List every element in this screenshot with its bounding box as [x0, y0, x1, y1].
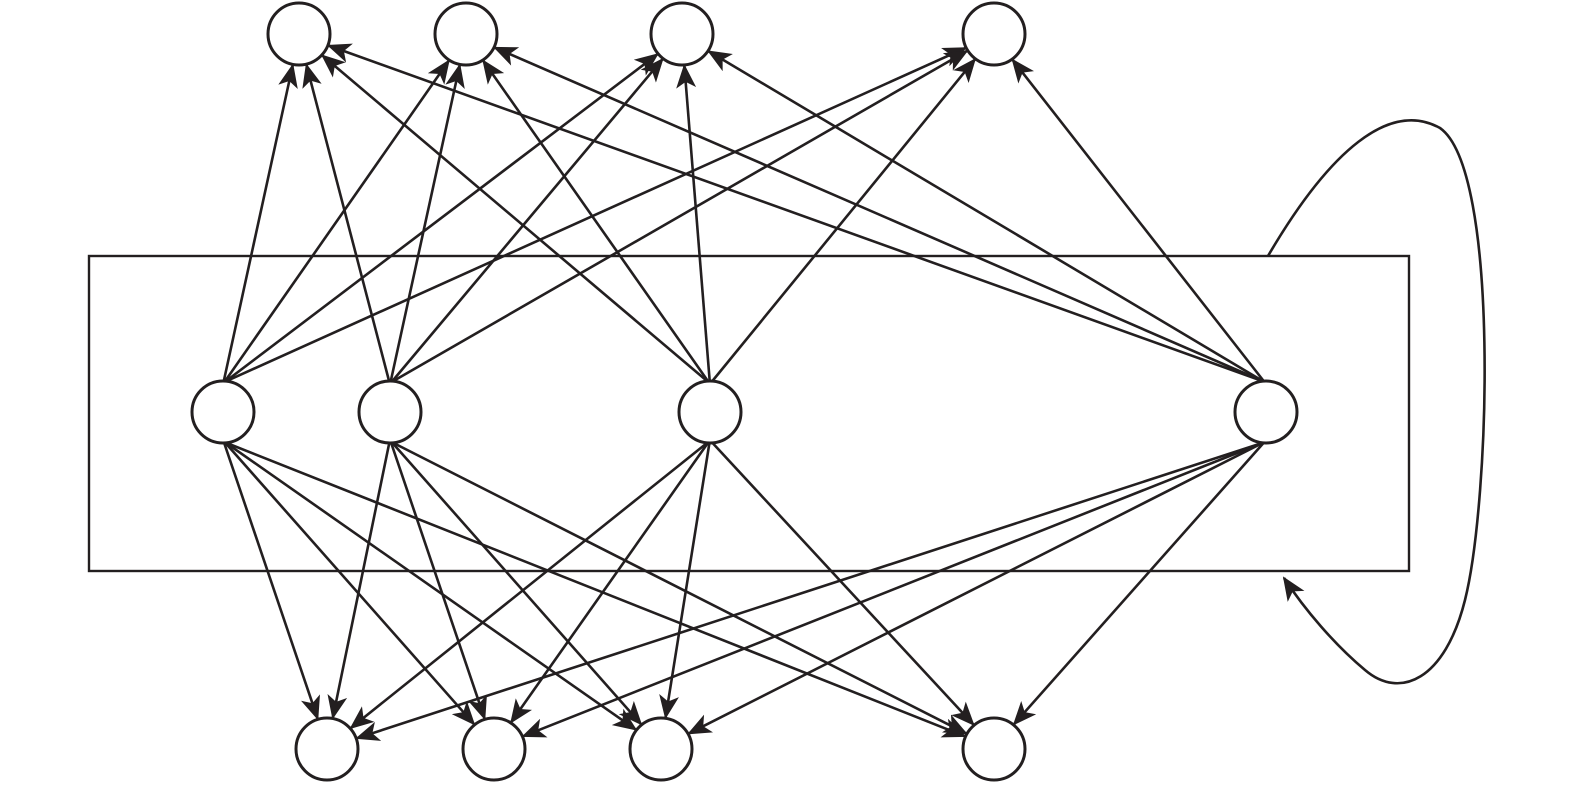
top-node-t2	[433, 1, 499, 67]
edge-m3-to-t1	[321, 54, 708, 382]
edge-m4-to-b4	[1012, 442, 1265, 726]
edge-m2-to-t3	[391, 57, 664, 382]
edge-m1-to-t2	[224, 59, 450, 382]
edge-m4-to-t1	[326, 43, 1263, 383]
edge-m3-to-t4	[711, 58, 977, 382]
edge-m1-to-b3	[225, 441, 638, 731]
edge-m1-to-b1	[222, 442, 320, 721]
node-group	[190, 1, 1299, 782]
edge-m1-to-t3	[225, 53, 659, 383]
edge-m4-to-t2	[493, 46, 1263, 383]
edge-m2-to-b1	[327, 442, 391, 720]
edge-m4-to-b2	[521, 441, 1263, 738]
edge-m1-to-b4	[226, 441, 967, 738]
top-node-t1	[266, 1, 332, 67]
middle-node-m2	[357, 379, 423, 445]
edge-m1-to-b2	[224, 442, 476, 726]
edge-m1-to-t1	[222, 63, 298, 382]
edge-group	[222, 43, 1265, 741]
edge-m4-to-t4	[1011, 58, 1265, 382]
self-loop-arrow	[1266, 119, 1486, 685]
bottom-node-b3	[628, 716, 694, 782]
edge-m4-to-b1	[355, 441, 1263, 741]
edge-m2-to-b2	[389, 442, 487, 721]
edge-m3-to-b3	[659, 442, 711, 720]
middle-node-m1	[190, 379, 256, 445]
edge-m2-to-b3	[391, 442, 643, 726]
edge-m4-to-b3	[687, 441, 1264, 735]
middle-node-m4	[1233, 379, 1299, 445]
edge-m2-to-t4	[392, 49, 969, 383]
edge-m3-to-b1	[349, 441, 708, 730]
bottom-node-b4	[961, 716, 1027, 782]
bottom-node-b2	[461, 716, 527, 782]
edge-m2-to-t1	[302, 63, 391, 382]
middle-layer-frame	[87, 254, 1411, 573]
middle-node-m3	[677, 379, 743, 445]
bottom-node-b1	[294, 716, 360, 782]
edge-m1-to-t4	[226, 46, 968, 383]
edge-m4-to-t3	[707, 50, 1264, 383]
top-node-t4	[961, 1, 1027, 67]
top-node-t3	[649, 1, 715, 67]
edge-m3-to-b2	[510, 442, 709, 724]
edge-m3-to-t3	[676, 63, 712, 382]
edge-m3-to-b4	[711, 442, 975, 726]
edge-m2-to-b4	[392, 441, 968, 735]
edge-m2-to-t2	[389, 63, 465, 382]
